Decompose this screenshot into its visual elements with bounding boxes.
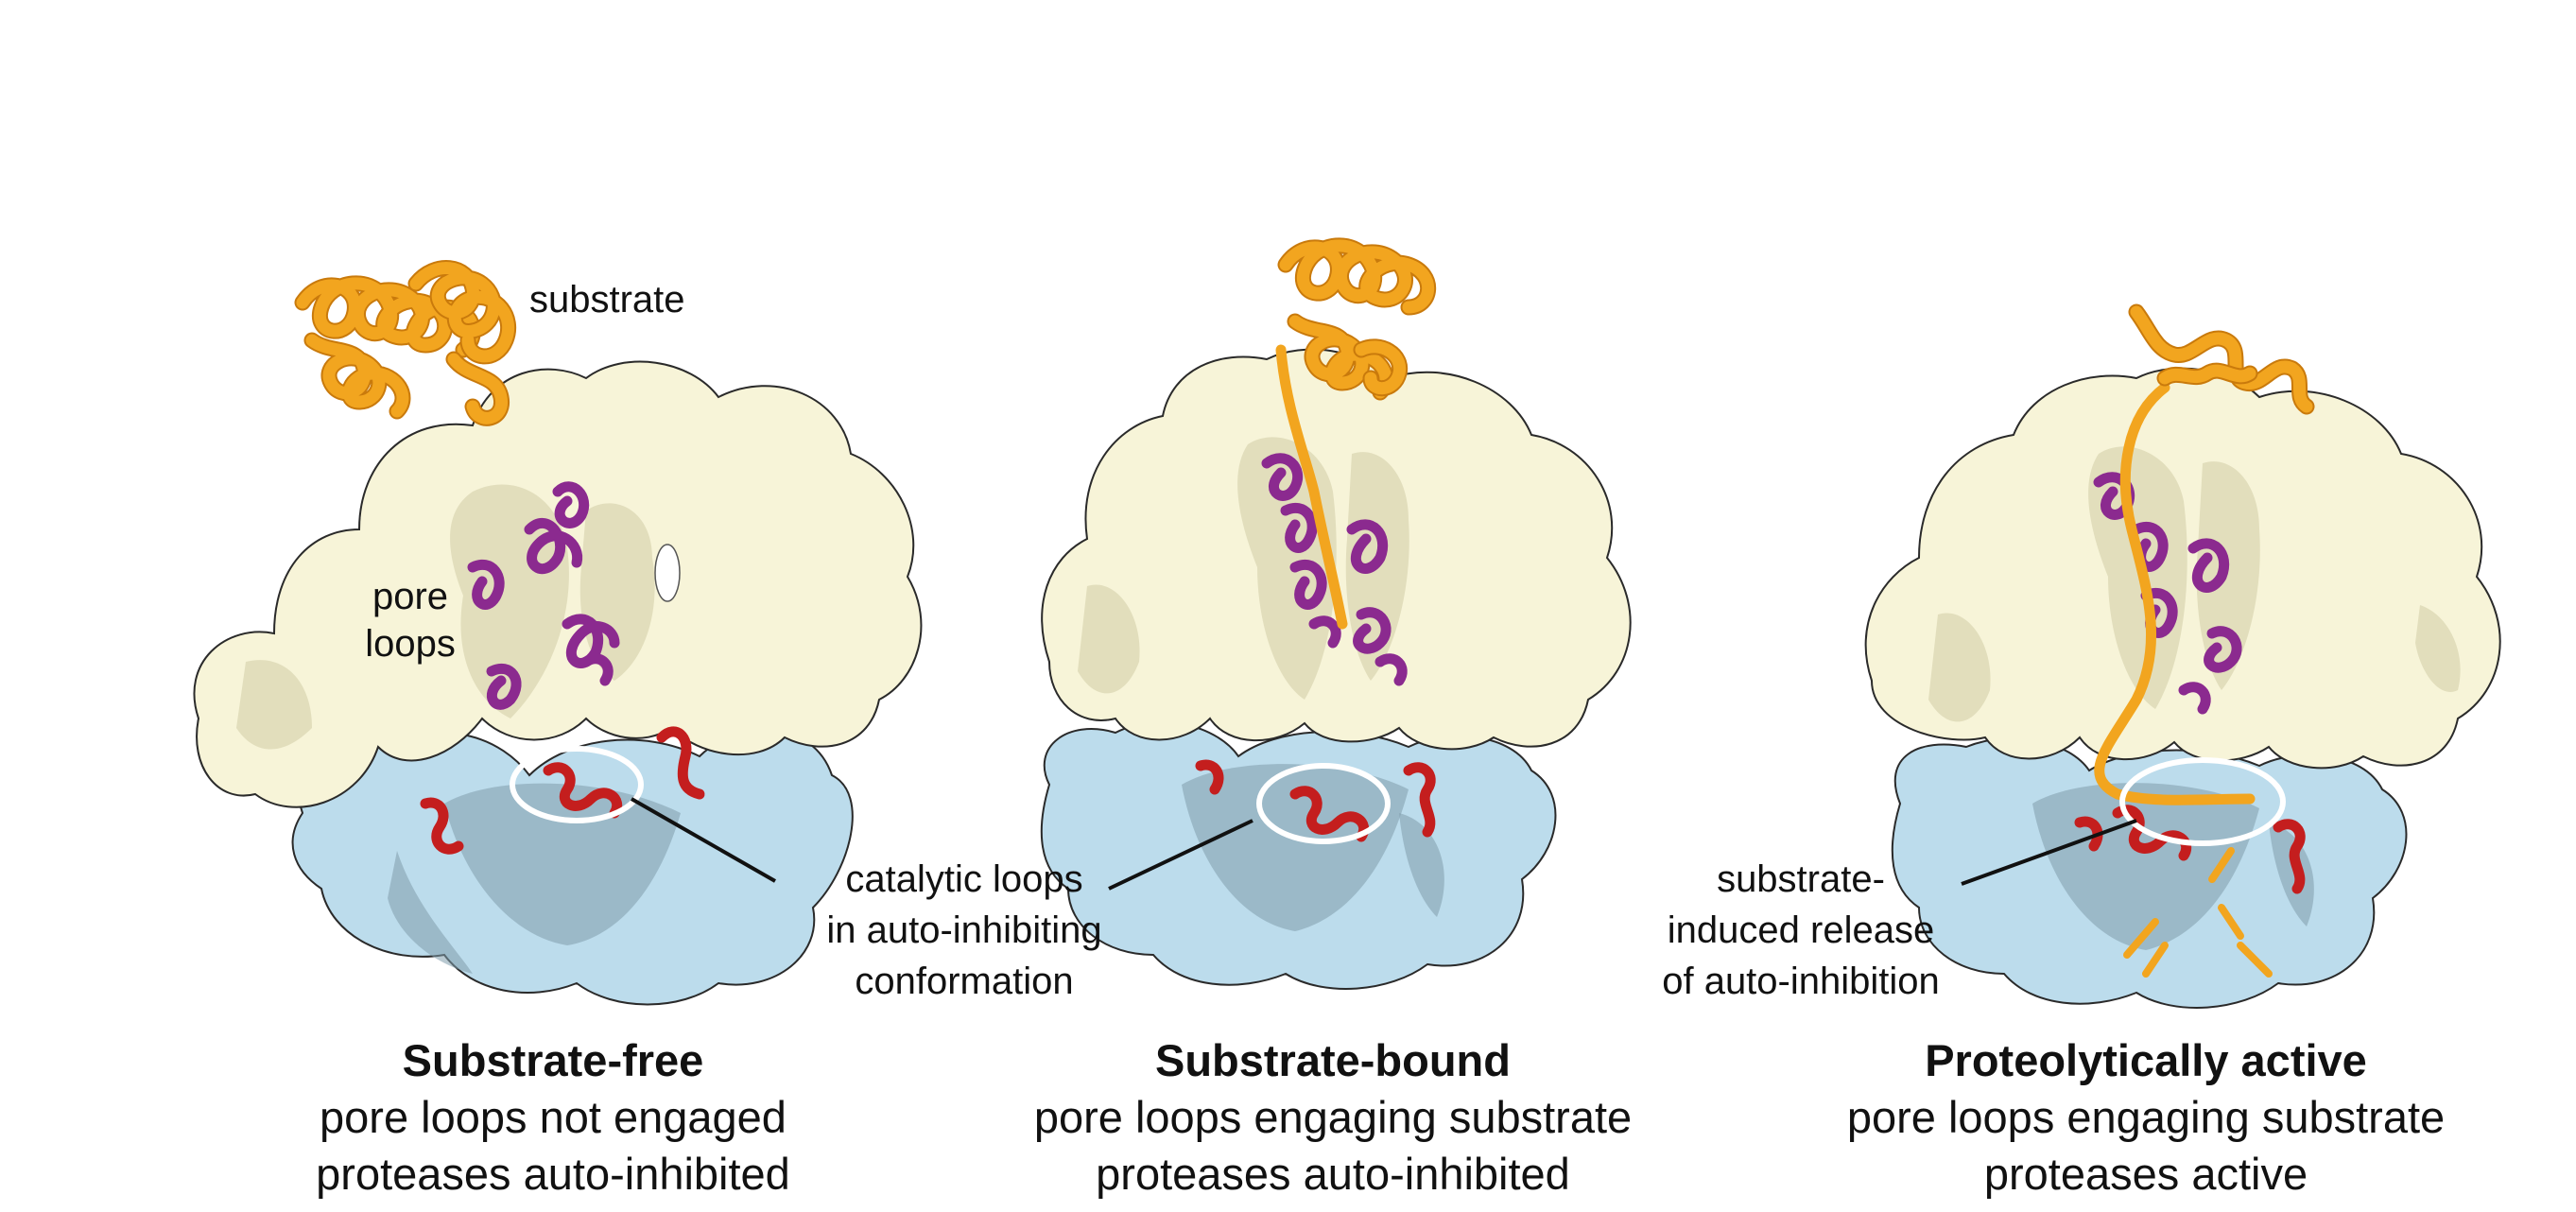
caption-title: Substrate-free [402, 1035, 704, 1085]
auto-inhibition-release-label: substrate- induced release of auto-inhib… [1640, 854, 1962, 1007]
caption-title: Proteolytically active [1925, 1035, 2367, 1085]
panel-proteolytically-active-structure [1864, 303, 2501, 1009]
caption-title: Substrate-bound [1155, 1035, 1511, 1085]
upper-ring [1864, 367, 2501, 770]
catalytic-loops-highlight-circle [510, 746, 644, 823]
caption-line: pore loops not engaged [320, 1092, 787, 1142]
substrate-label: substrate [529, 279, 685, 320]
catalytic-loops-label-line2: in auto-inhibiting [826, 909, 1102, 951]
caption-line: pore loops engaging substrate [1846, 1092, 2446, 1142]
caption-proteolytically-active: Proteolytically active pore loops engagi… [1815, 1032, 2477, 1203]
upper-ring [193, 360, 923, 808]
catalytic-loops-highlight-circle [1256, 763, 1391, 844]
cleaved-peptide-fragments [2123, 847, 2273, 978]
panel-substrate-free-structure [193, 260, 923, 1006]
caption-line: proteases active [1983, 1149, 2308, 1199]
caption-line: proteases auto-inhibited [316, 1149, 790, 1199]
annotation-leader-lines [631, 797, 2137, 891]
catalytic-loops-label-line1: catalytic loops [845, 858, 1083, 900]
release-label-line3: of auto-inhibition [1662, 961, 1940, 1002]
pore-loops [467, 481, 620, 710]
panel-substrate-bound-structure [1040, 237, 1632, 990]
caption-substrate-bound: Substrate-bound pore loops engaging subs… [1002, 1032, 1664, 1203]
catalytic-loops-label-line3: conformation [855, 961, 1074, 1002]
caption-substrate-free: Substrate-free pore loops not engaged pr… [269, 1032, 837, 1203]
catalytic-loops-highlight-circle [2119, 757, 2286, 846]
substrate-coil [1275, 237, 1437, 630]
catalytic-loops [1195, 759, 1436, 842]
pore-loops-label-line2: loops [365, 623, 456, 665]
caption-line: proteases auto-inhibited [1096, 1149, 1570, 1199]
substrate-coil [2094, 303, 2315, 805]
catalytic-loops [2074, 805, 2306, 894]
release-label-line1: substrate- [1717, 858, 1885, 900]
upper-ring [1041, 348, 1632, 751]
caption-line: pore loops engaging substrate [1033, 1092, 1633, 1142]
substrate-coil [294, 260, 517, 426]
pore-loops [1261, 453, 1408, 686]
release-label-line2: induced release [1667, 909, 1935, 951]
pore-loops-label: pore loops [363, 573, 458, 667]
catalytic-loops-label: catalytic loops in auto-inhibiting confo… [775, 854, 1153, 1007]
pore-loops-label-line1: pore [372, 576, 449, 617]
catalytic-loops [420, 726, 705, 855]
